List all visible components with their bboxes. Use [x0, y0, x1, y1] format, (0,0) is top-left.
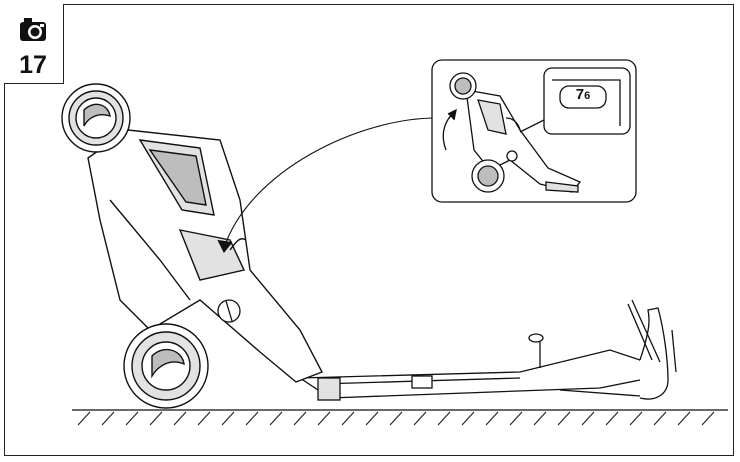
step-indicator: 17: [4, 4, 64, 84]
ground: [72, 409, 728, 426]
inset-setting-sub: 6: [584, 90, 591, 102]
illustration-frame: [4, 4, 734, 456]
bottom-wheel: [123, 323, 209, 409]
inset-setting-label: 76: [560, 86, 606, 103]
stroller-handle-frame: [297, 333, 661, 401]
reference-arrow: [217, 117, 437, 254]
handlebar: [627, 299, 677, 400]
inset-setting-main: 7: [575, 86, 585, 103]
step-number: 17: [19, 51, 47, 79]
camera-icon: [20, 18, 46, 41]
fold-latch: [217, 299, 241, 323]
top-wheel: [61, 83, 131, 153]
stroller-seat: [87, 129, 323, 383]
inset-zoom-callout: [519, 67, 631, 135]
